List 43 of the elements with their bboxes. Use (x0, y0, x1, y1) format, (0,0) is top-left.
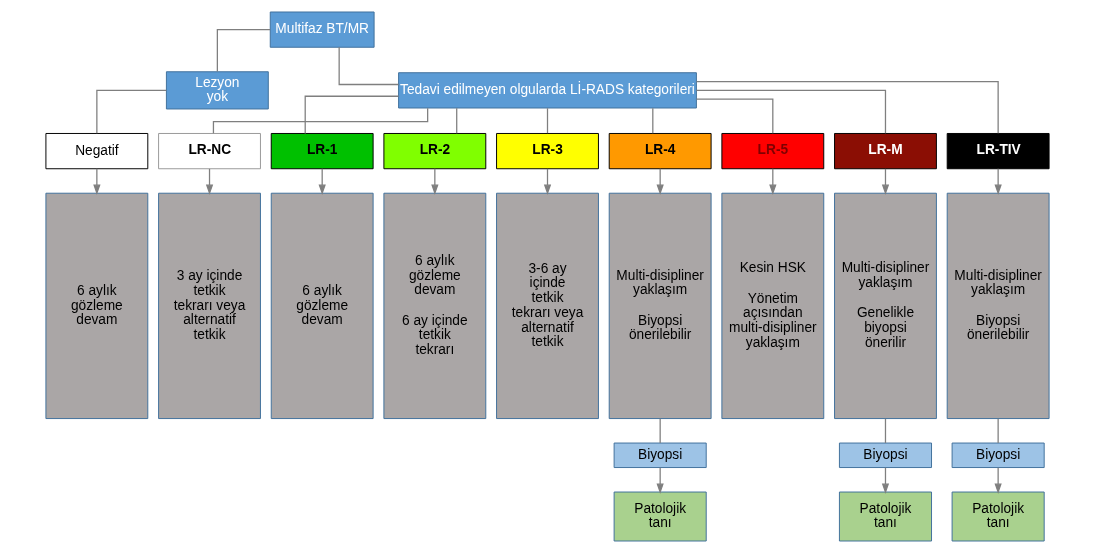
connector (546, 107, 548, 134)
connector (695, 98, 773, 134)
node-box: Patolojik tanı (613, 491, 707, 542)
node-box: 3 ay içinde tetkik tekrarı veya alternatif tetkik (157, 192, 261, 420)
node-box: Multi-disipliner yaklaşım Biyopsi önerilebilir (608, 192, 712, 420)
node-box: Patolojik tanı (951, 491, 1045, 542)
connector (95, 89, 167, 134)
node-box: LR-NC (157, 133, 261, 170)
node-box: Tedavi edilmeyen olgularda Lİ-RADS kategorileri (397, 72, 697, 109)
node-box: 3-6 ay içinde tetkik tekrarı veya alternatif tetkik (495, 192, 599, 420)
connector (455, 107, 457, 134)
node-box: LR-M (833, 133, 937, 170)
connector (216, 29, 271, 73)
node-box: 6 aylık gözleme devam (44, 192, 148, 420)
node-box: Patolojik tanı (838, 491, 932, 542)
node-box: LR-3 (495, 133, 599, 170)
node-box: 6 aylık gözleme devam 6 ay içinde tetkik tekrarı (382, 192, 486, 420)
connector (884, 418, 886, 444)
connector (304, 95, 399, 135)
node-box: LR-TIV (946, 133, 1050, 170)
node-box: Multi-disipliner yaklaşım Genelikle biyopsi önerilir (833, 192, 937, 420)
connector (651, 107, 653, 134)
node-box: Biyopsi (613, 442, 707, 468)
node-box: Negatif (44, 133, 148, 170)
arrow (994, 467, 1002, 494)
node-box: Biyopsi (951, 442, 1045, 468)
node-box: LR-2 (382, 133, 486, 170)
connector (997, 418, 999, 444)
node-box: Kesin HSK Yönetim açısından multi-disipliner yaklaşım (720, 192, 824, 420)
node-box: Multifaz BT/MR (269, 11, 375, 48)
node-box: LR-1 (270, 133, 374, 170)
node-box: 6 aylık gözleme devam (270, 192, 374, 420)
connector (659, 418, 661, 444)
arrow (92, 168, 100, 195)
connector (695, 89, 886, 134)
node-box: LR-5 (720, 133, 824, 170)
connector (695, 80, 999, 134)
arrow (994, 168, 1002, 195)
node-box: LR-4 (608, 133, 712, 170)
node-box: Multi-disipliner yaklaşım Biyopsi önerilebilir (946, 192, 1050, 420)
node-box: Biyopsi (838, 442, 932, 468)
node-box: Lezyon yok (165, 71, 269, 110)
connector (338, 46, 399, 86)
